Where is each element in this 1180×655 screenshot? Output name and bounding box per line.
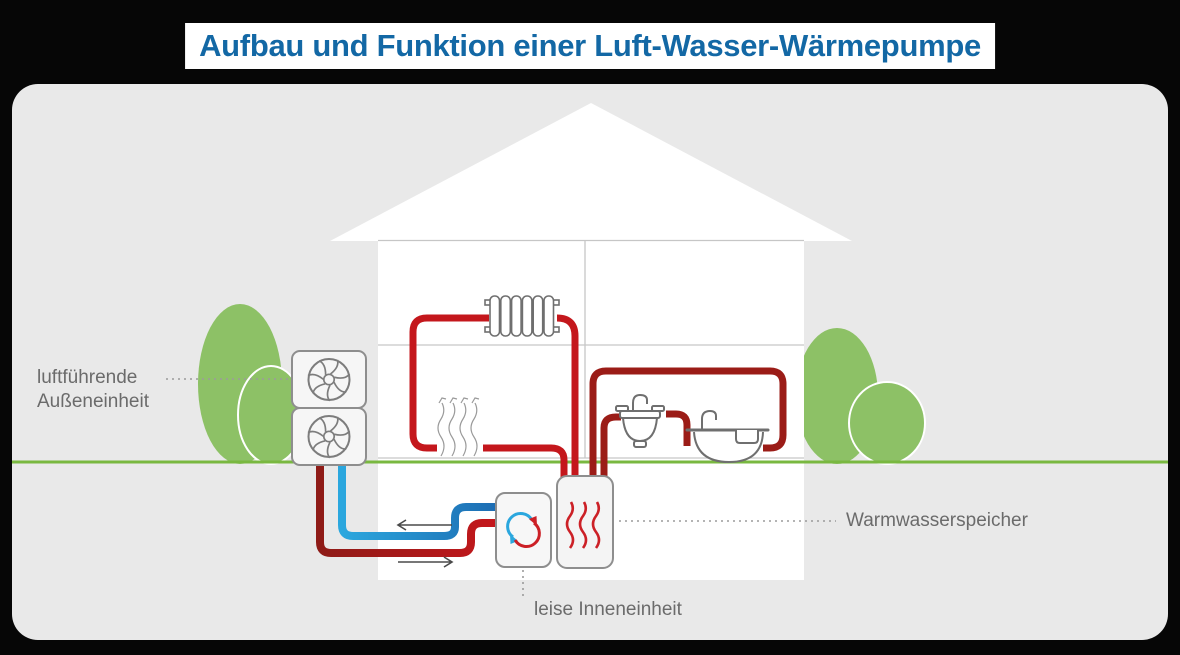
- heat-waves-icon: [565, 501, 601, 549]
- flow-arrow-left-icon: [396, 519, 452, 531]
- indoor-unit: [495, 492, 552, 568]
- floor-heating-waves-icon: [437, 397, 480, 457]
- fan-icon: [307, 358, 351, 402]
- refresh-cycle-icon: [506, 511, 541, 549]
- bushes-right: [796, 328, 926, 465]
- flow-arrow-right-icon: [398, 556, 454, 568]
- label-indoor-unit: leise Inneneinheit: [534, 599, 682, 620]
- radiator-icon: [484, 295, 560, 337]
- hot-water-circuit-pipes: [589, 367, 787, 480]
- title-box: Aufbau und Funktion einer Luft-Wasser-Wä…: [185, 23, 995, 69]
- label-outdoor-unit-line2: Außeneinheit: [37, 391, 149, 412]
- label-tank: Warmwasserspeicher: [846, 510, 1028, 531]
- sink-icon: [615, 393, 665, 448]
- page-title: Aufbau und Funktion einer Luft-Wasser-Wä…: [199, 28, 981, 63]
- roof: [330, 103, 852, 241]
- label-outdoor-unit-line1: luftführende: [37, 367, 138, 388]
- outdoor-unit: [291, 350, 367, 466]
- trees-left: [198, 304, 305, 465]
- outdoor-connection-pipes: [316, 458, 499, 557]
- cold-pipe: [338, 458, 499, 540]
- bathtub-icon: [685, 409, 770, 464]
- hot-water-tank: [556, 475, 614, 569]
- label-outdoor-unit: luftführende Außeneinheit: [37, 366, 149, 414]
- fan-icon: [307, 415, 351, 459]
- heating-circuit-pipes: [409, 314, 579, 480]
- warm-pipe: [316, 458, 499, 557]
